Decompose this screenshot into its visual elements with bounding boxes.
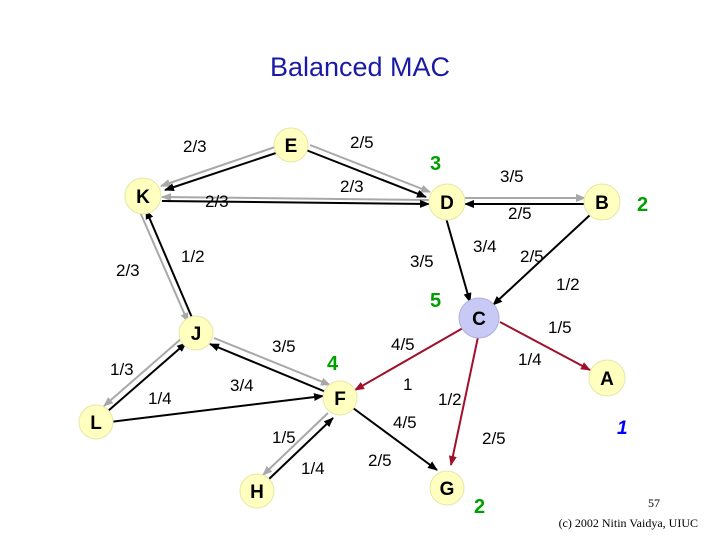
edge-b-c [492, 214, 591, 306]
node-h-label: H [250, 482, 264, 503]
edge-label-f-h-top: 1/5 [272, 428, 296, 447]
node-j: J [178, 315, 214, 351]
green-label-b: 2 [637, 194, 648, 216]
node-l-label: L [90, 413, 102, 434]
edge-label-b-c-bottom: 1/2 [556, 275, 580, 294]
node-e-label: E [285, 136, 298, 157]
edge-label-d-c-left: 3/5 [410, 252, 434, 271]
edge-label-k-d-right: 2/3 [340, 177, 364, 196]
edge-label-f-h-bottom: 1/4 [301, 459, 325, 478]
node-b: B [583, 183, 621, 221]
edge-j-f-black [209, 343, 327, 393]
edge-label-j-l-top: 1/3 [110, 360, 134, 379]
edge-e-d-black [305, 149, 427, 198]
edge-k-e-grey [160, 145, 279, 187]
node-c: C [458, 297, 500, 339]
edge-label-k-d-left: 2/3 [205, 192, 229, 211]
edge-c-a [499, 321, 591, 371]
edge-k-j-black [145, 209, 194, 321]
node-k-label: K [136, 187, 150, 208]
edge-j-l-black [107, 342, 187, 412]
edge-k-e-black [164, 150, 283, 191]
green-labels: 3 2 5 4 2 [327, 153, 648, 518]
edge-f-g [352, 407, 438, 471]
node-j-label: J [191, 324, 202, 345]
node-h: H [239, 473, 275, 509]
edge-label-e-d: 2/5 [350, 133, 374, 152]
edge-l-f [109, 393, 324, 423]
edges [103, 144, 591, 481]
node-k: K [124, 177, 162, 215]
edge-k-j-grey [139, 211, 189, 323]
slide-title: Balanced MAC [269, 52, 451, 82]
edge-d-c [445, 217, 472, 303]
edge-label-h-g: 2/5 [368, 451, 392, 470]
node-f-label: F [334, 389, 346, 410]
node-g-label: G [440, 479, 455, 500]
edge-label-c-a-bottom: 1/4 [518, 350, 542, 369]
edge-d-k-grey [161, 193, 430, 202]
green-label-g: 2 [474, 496, 485, 518]
edge-label-k-j-left: 2/3 [116, 261, 140, 280]
edge-label-d-b-top: 3/5 [500, 167, 524, 186]
edge-e-d-grey [309, 144, 431, 193]
node-a-label: A [600, 369, 614, 390]
edge-label-d-b-bottom: 2/5 [508, 204, 532, 223]
node-d-label: D [440, 193, 454, 214]
edge-label-k-e: 2/3 [183, 137, 207, 156]
green-label-c: 5 [430, 290, 441, 312]
blue-labels: 1 [617, 418, 628, 439]
page-number: 57 [648, 496, 660, 510]
blue-label-a: 1 [617, 418, 628, 439]
edge-label-c-a-top: 1/5 [548, 318, 572, 337]
node-f: F [322, 380, 358, 416]
edge-label-f-c: 1 [403, 375, 412, 394]
edge-label-d-c-right: 3/4 [473, 237, 497, 256]
edge-label-g-a: 2/5 [482, 429, 506, 448]
node-d: D [428, 183, 466, 221]
node-c-label: C [472, 309, 486, 330]
edge-label-f-g: 4/5 [393, 413, 417, 432]
edge-j-l-grey [103, 337, 183, 407]
node-a: A [588, 359, 626, 397]
green-label-d: 3 [430, 153, 441, 175]
node-b-label: B [595, 193, 609, 214]
edge-c-g [448, 336, 479, 466]
edge-j-f-grey [213, 337, 331, 386]
node-g: G [429, 470, 465, 506]
copyright: (c) 2002 Nitin Vaidya, UIUC [558, 516, 698, 530]
node-e: E [273, 127, 309, 163]
node-l: L [78, 404, 114, 440]
edge-label-c-g: 1/2 [438, 390, 462, 409]
edge-d-k-black [161, 199, 430, 208]
edge-label-l-f: 3/4 [230, 376, 254, 395]
edge-label-c-f: 4/5 [391, 335, 415, 354]
edge-c-f [354, 327, 464, 391]
edge-labels: 2/3 2/5 2/3 2/3 3/5 2/5 2/3 1/2 3/5 3/4 … [110, 133, 580, 478]
edge-f-h-black [267, 417, 334, 481]
edge-label-b-c-top: 2/5 [520, 247, 544, 266]
edge-label-k-j-right: 1/2 [181, 247, 205, 266]
edge-f-h-grey [262, 412, 329, 476]
edge-label-j-f: 3/5 [272, 337, 296, 356]
nodes: E K D B C J L F [78, 127, 626, 509]
edge-label-j-l-bottom: 1/4 [148, 389, 172, 408]
green-label-f: 4 [327, 353, 339, 375]
